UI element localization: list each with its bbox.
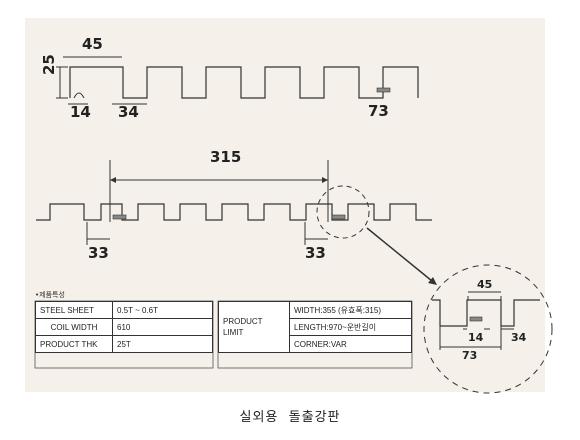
profile-overlap-label: 73 [368,102,389,120]
detail-rib-label: 14 [468,331,484,344]
profile-outline [69,66,419,99]
panel-dimension-lines [86,160,329,245]
product-limit-line2: LIMIT [223,328,244,337]
limit-corner: CORNER:VAR [289,335,412,353]
product-limit-line1: PRODUCT [223,317,263,326]
detail-gap-label: 34 [511,331,527,344]
table-row: PRODUCT THK 25T [35,335,213,353]
detail-lap-mark [469,316,483,322]
table-row: PRODUCT LIMIT WIDTH:355 (유효폭:315) [218,301,412,353]
specs-title: •제품특성 [35,291,65,299]
spec-table: STEEL SHEET 0.5T ~ 0.6T COIL WIDTH 610 P… [35,301,213,353]
profile-rib-base-label: 14 [70,103,91,121]
detail-leader-arrowhead [428,277,437,285]
panel-width-label: 315 [210,148,242,166]
profile-pitch-top-label: 45 [82,35,103,53]
panel-edge-right-label: 33 [305,244,326,262]
detail-dimension-lines [439,291,514,350]
steel-sheet-value: 0.5T ~ 0.6T [112,301,213,319]
detail-overlap-label: 73 [462,349,478,362]
detail-outline [432,299,540,327]
limit-length: LENGTH:970~운반길이 [289,318,412,336]
dimension-arrows [110,177,328,183]
panel-lap-marks [112,214,346,220]
profile-dimension-lines [56,56,147,105]
detail-callout-circle [316,185,370,239]
product-limit-label: PRODUCT LIMIT [218,301,290,353]
profile-gap-label: 34 [118,103,139,121]
profile-lap-detail [73,87,391,99]
table-row: COIL WIDTH 610 [35,318,213,336]
steel-sheet-label: STEEL SHEET [35,301,113,319]
product-thk-value: 25T [112,335,213,353]
table-row: STEEL SHEET 0.5T ~ 0.6T [35,301,213,319]
caption: 실외용 돌출강판 [239,410,341,425]
table-row: CORNER:VAR [219,335,412,353]
panel-edge-left-label: 33 [88,244,109,262]
coil-width-label: COIL WIDTH [35,318,113,336]
product-thk-label: PRODUCT THK [35,335,113,353]
profile-height-label: 25 [40,54,58,75]
limit-width: WIDTH:355 (유효폭:315) [289,301,412,319]
panel-outline [36,203,432,221]
limit-table: PRODUCT LIMIT WIDTH:355 (유효폭:315) LENGTH… [218,301,412,353]
coil-width-value: 610 [112,318,213,336]
detail-leader-line [366,227,433,282]
detail-top-label: 45 [477,278,493,291]
detail-zoom-circle [423,264,553,394]
